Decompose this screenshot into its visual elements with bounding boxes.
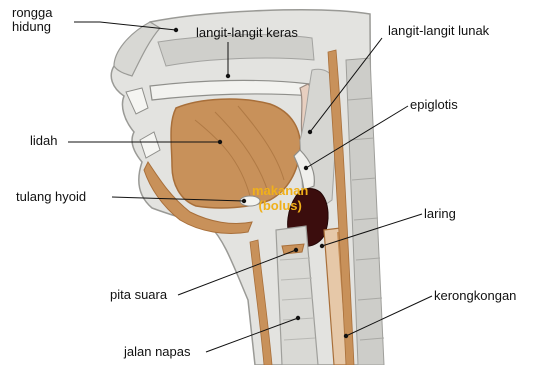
label-rongga-hidung: rongga hidung (12, 6, 52, 34)
label-langit-langit-lunak: langit-langit lunak (388, 24, 489, 38)
leader-dot-langit-langit-lunak (308, 130, 312, 134)
leader-dot-pita-suara (294, 248, 298, 252)
label-kerongkongan: kerongkongan (434, 289, 516, 303)
label-laring: laring (424, 207, 456, 221)
label-rongga-hidung-line-2: hidung (12, 20, 52, 34)
label-pita-suara: pita suara (110, 288, 167, 302)
label-langit-langit-keras: langit-langit keras (196, 26, 298, 40)
leader-dot-kerongkongan (344, 334, 348, 338)
vocal-cord-shape (282, 244, 304, 254)
label-makanan-bolus: makanan (bolus) (252, 183, 308, 213)
label-makanan-line-2: (bolus) (252, 198, 308, 213)
label-makanan-line-1: makanan (252, 183, 308, 198)
label-tulang-hyoid: tulang hyoid (16, 190, 86, 204)
label-epiglotis: epiglotis (410, 98, 458, 112)
label-jalan-napas: jalan napas (124, 345, 191, 359)
leader-dot-laring (320, 244, 324, 248)
leader-dot-tulang-hyoid (242, 199, 246, 203)
leader-dot-jalan-napas (296, 316, 300, 320)
leader-dot-epiglotis (304, 166, 308, 170)
leader-dot-rongga-hidung (174, 28, 178, 32)
leader-dot-langit-langit-keras (226, 74, 230, 78)
label-lidah: lidah (30, 134, 57, 148)
leader-dot-lidah (218, 140, 222, 144)
label-rongga-hidung-line-1: rongga (12, 6, 52, 20)
